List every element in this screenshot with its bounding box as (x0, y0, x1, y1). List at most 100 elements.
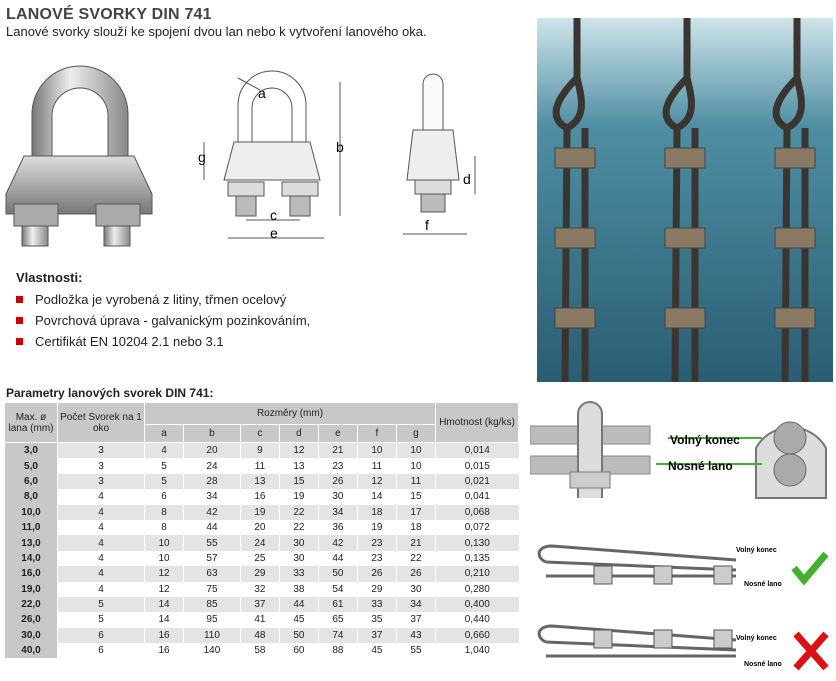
dim-e-label: e (270, 225, 278, 241)
cell-dimension: 55 (183, 535, 241, 551)
header-dim-b: b (183, 424, 241, 443)
cell-dimension: 50 (317, 566, 358, 582)
dim-d-label: d (463, 171, 471, 187)
checkmark-icon (791, 551, 829, 586)
cell-weight: 0,041 (435, 489, 519, 505)
cell-dimension: 21 (317, 442, 358, 459)
dim-a-label: a (258, 85, 266, 101)
cell-dimension: 41 (239, 612, 280, 628)
cell-diameter: 14,0 (4, 550, 58, 567)
cell-diameter: 30,0 (4, 627, 58, 644)
cell-dimension: 18 (395, 519, 436, 536)
cell-dimension: 65 (317, 612, 358, 628)
clamp-cross-section: Volný konec Nosné lano (530, 401, 827, 499)
cell-dimension: 10 (395, 442, 436, 459)
cell-dimension: 43 (395, 627, 436, 644)
cell-dimension: 37 (395, 612, 436, 628)
cell-dimension: 25 (239, 550, 280, 567)
cell-dimension: 16 (144, 643, 184, 659)
cell-dimension: 19 (239, 504, 280, 520)
cell-dimension: 34 (317, 504, 358, 520)
cell-dimension: 21 (395, 535, 436, 551)
header-weight: Hmotnost (kg/ks) (435, 402, 519, 443)
header-dimensions: Rozměry (mm) (144, 402, 436, 425)
cell-dimension: 30 (278, 535, 319, 551)
cell-dimension: 13 (278, 458, 319, 474)
cell-dimension: 19 (356, 519, 397, 536)
dim-b-label: b (336, 139, 344, 155)
cell-dimension: 10 (144, 535, 184, 551)
header-dim-e: e (317, 424, 358, 443)
cell-count: 5 (57, 596, 145, 613)
cell-dimension: 63 (183, 566, 241, 582)
property-item: Podložka je vyrobená z litiny, třmen oce… (16, 292, 286, 307)
cell-dimension: 48 (239, 627, 280, 644)
wrong-installation-diagram: Volný konec Nosné lano (537, 624, 829, 671)
dim-c-label: c (270, 207, 277, 223)
cell-dimension: 45 (356, 643, 397, 659)
cell-dimension: 37 (356, 627, 397, 644)
cross-icon (793, 631, 829, 671)
dim-f-label: f (425, 217, 429, 233)
cell-weight: 0,660 (435, 627, 519, 644)
cell-dimension: 14 (144, 612, 184, 628)
cell-count: 3 (57, 473, 145, 490)
header-dim-g: g (395, 424, 437, 443)
cell-weight: 0,015 (435, 458, 519, 474)
cell-dimension: 23 (317, 458, 358, 474)
cell-dimension: 57 (183, 550, 241, 567)
cell-dimension: 5 (144, 473, 184, 490)
cell-dimension: 75 (183, 581, 241, 597)
cell-diameter: 22,0 (4, 596, 58, 613)
header-dim-f: f (356, 424, 397, 443)
cell-count: 4 (57, 550, 145, 567)
cell-count: 6 (57, 643, 145, 659)
cell-count: 4 (57, 504, 145, 520)
cell-dimension: 60 (278, 643, 319, 659)
bullet-icon (16, 338, 23, 345)
header-dim-d: d (278, 424, 319, 443)
cell-diameter: 10,0 (4, 504, 58, 520)
property-text: Povrchová úprava - galvanickým pozinková… (35, 313, 311, 328)
property-item: Povrchová úprava - galvanickým pozinková… (16, 313, 310, 328)
cell-dimension: 4 (144, 442, 184, 459)
cell-dimension: 29 (356, 581, 397, 597)
cell-dimension: 32 (239, 581, 280, 597)
header-dim-a: a (144, 424, 184, 443)
cell-count: 3 (57, 458, 145, 474)
cell-count: 4 (57, 566, 145, 582)
cell-dimension: 5 (144, 458, 184, 474)
cell-dimension: 11 (356, 458, 397, 474)
cell-dimension: 44 (183, 519, 241, 536)
cell-dimension: 44 (278, 596, 319, 613)
cell-dimension: 45 (278, 612, 319, 628)
cell-dimension: 23 (356, 535, 397, 551)
label-volny-konec: Volný konec (670, 433, 740, 447)
correct-installation-diagram: Volný konec Nosné lano (537, 544, 829, 588)
cell-dimension: 14 (356, 489, 397, 505)
property-text: Certifikát EN 10204 2.1 nebo 3.1 (35, 334, 224, 349)
cell-dimension: 74 (317, 627, 358, 644)
cell-count: 5 (57, 612, 145, 628)
cell-diameter: 19,0 (4, 581, 58, 597)
cell-dimension: 8 (144, 504, 184, 520)
cell-diameter: 6,0 (4, 473, 58, 490)
cell-dimension: 20 (239, 519, 280, 536)
small-label-volny: Volný konec (736, 635, 777, 642)
cell-dimension: 10 (356, 442, 397, 459)
cell-dimension: 24 (239, 535, 280, 551)
cell-dimension: 23 (356, 550, 397, 567)
cell-dimension: 29 (239, 566, 280, 582)
cell-dimension: 58 (239, 643, 280, 659)
cell-dimension: 28 (183, 473, 241, 490)
cell-dimension: 26 (395, 566, 436, 582)
cell-dimension: 34 (183, 489, 241, 505)
cell-dimension: 140 (183, 643, 241, 659)
